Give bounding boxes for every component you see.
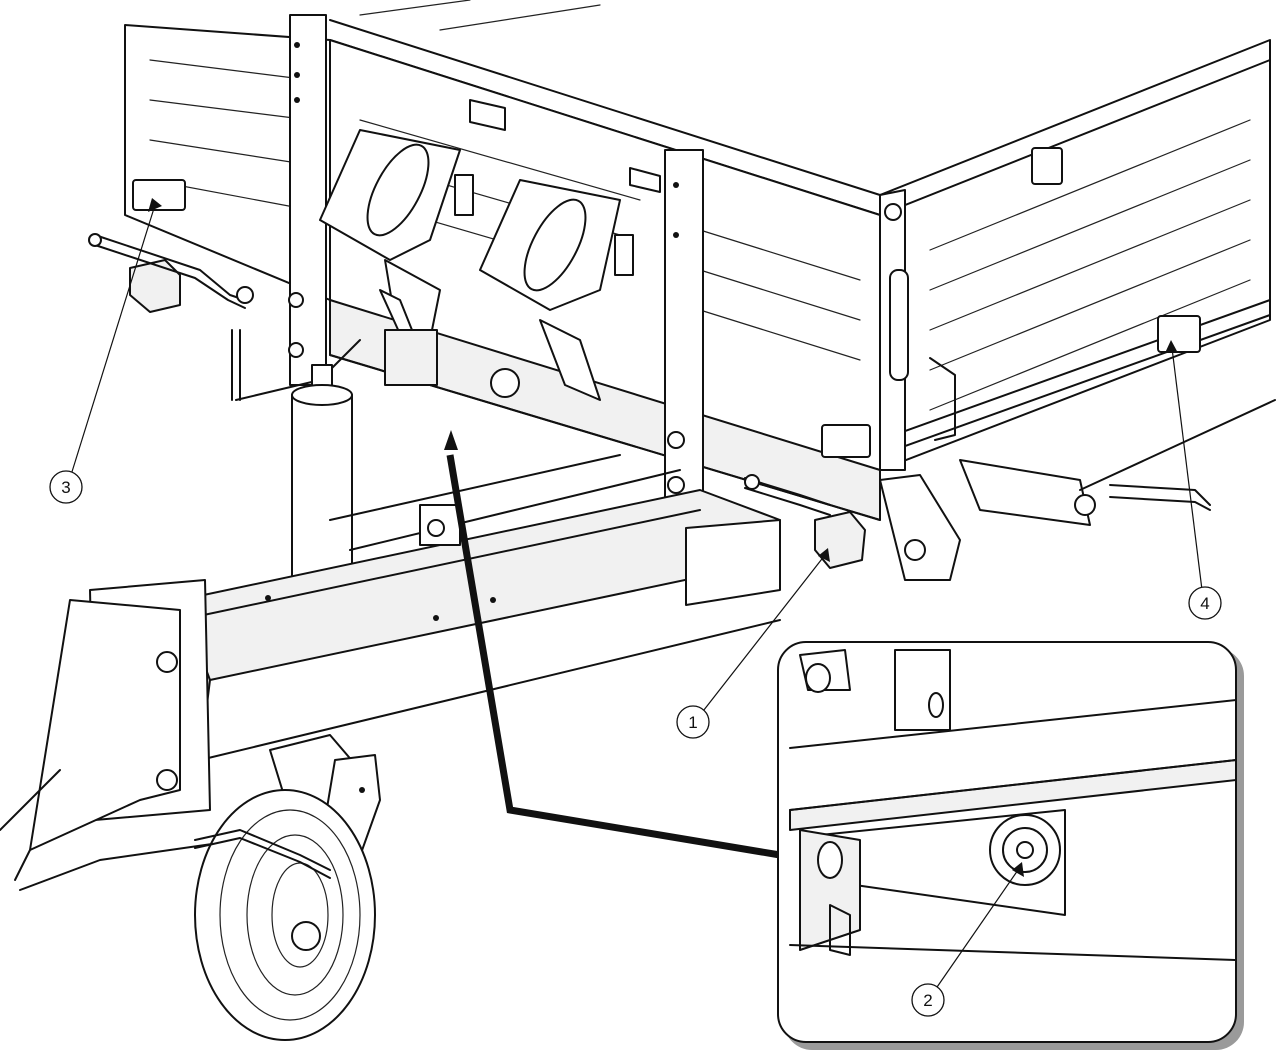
- callout-1-label: 1: [688, 713, 697, 732]
- callout-1: 1: [676, 705, 710, 739]
- callout-leaders: [70, 198, 1203, 991]
- support-jack: [231, 329, 361, 586]
- callout-2: 2: [911, 983, 945, 1017]
- leader-arrow: [446, 454, 781, 859]
- side-plate-left: [132, 179, 186, 211]
- callout-4: 4: [1188, 586, 1222, 620]
- callout-3-label: 3: [61, 478, 70, 497]
- drawbar-frame: [0, 399, 1276, 891]
- side-plate-right: [1157, 315, 1201, 353]
- callout-3: 3: [49, 470, 83, 504]
- callout-4-label: 4: [1200, 594, 1209, 613]
- lamp-brackets: [319, 129, 634, 401]
- detail-magnifier-inset: [777, 641, 1244, 1050]
- rear-light-right: [814, 511, 866, 569]
- rear-light-left: [129, 259, 181, 313]
- support-wheel: [194, 734, 381, 1041]
- callout-2-label: 2: [923, 991, 932, 1010]
- handles: [88, 233, 1211, 516]
